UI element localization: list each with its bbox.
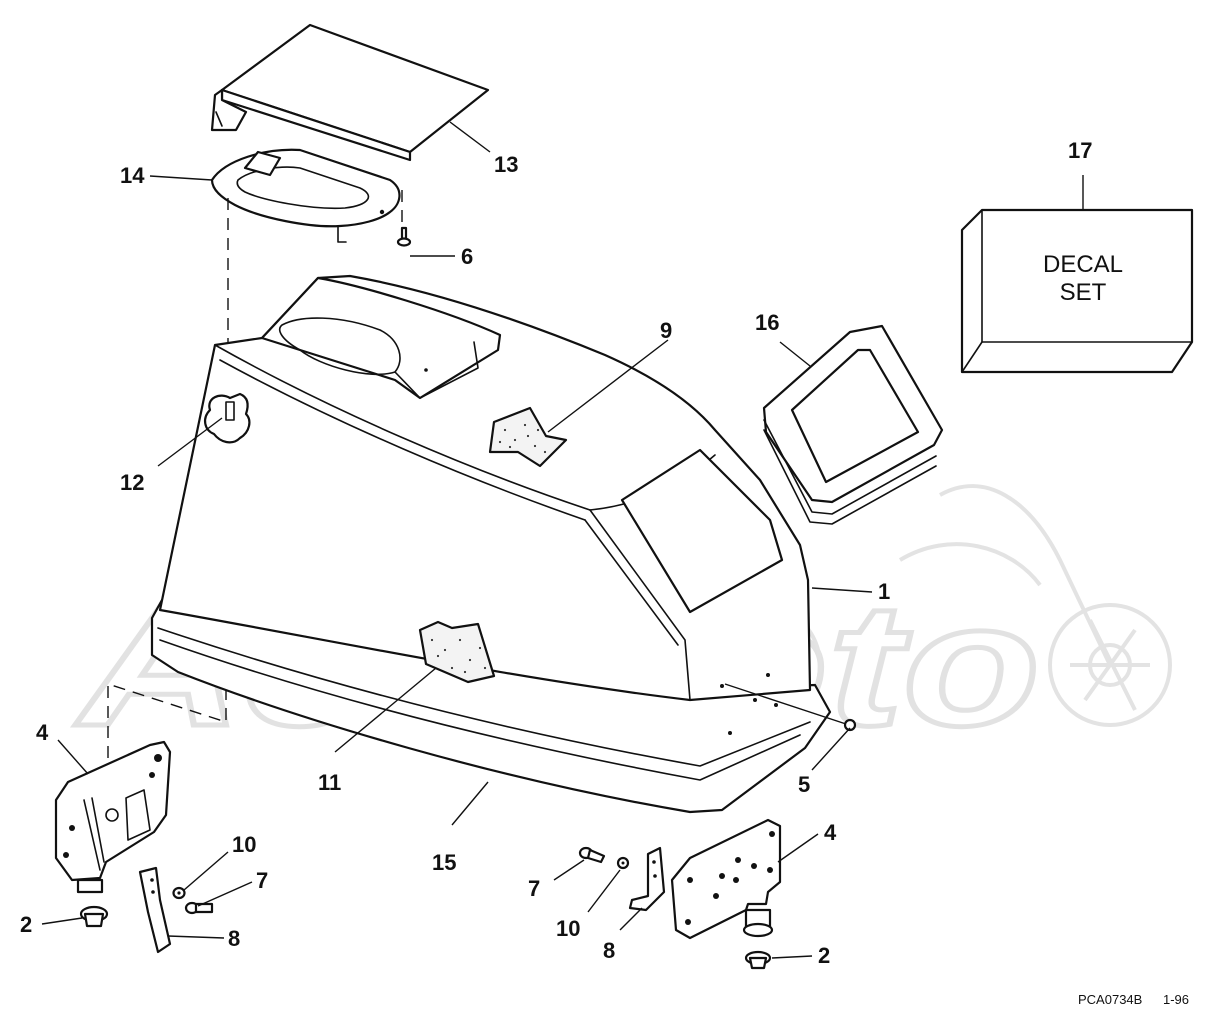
callout-4-left: 4: [36, 720, 49, 745]
callout-8-left: 8: [228, 926, 240, 951]
callout-5: 5: [798, 772, 810, 797]
callout-16: 16: [755, 310, 779, 335]
part-9-foam-pad: [488, 406, 568, 468]
part-11-foam-pad: [418, 620, 496, 684]
drawing-date: 1-96: [1163, 992, 1189, 1007]
callout-2-right: 2: [818, 943, 830, 968]
drawing-code: PCA0734B: [1078, 992, 1142, 1007]
callout-14: 14: [120, 163, 145, 188]
alignment-lines: [107, 190, 403, 760]
callout-10-right: 10: [556, 916, 580, 941]
callout-2-left: 2: [20, 912, 32, 937]
callout-7-left: 7: [256, 868, 268, 893]
callout-1: 1: [878, 579, 890, 604]
part-7-bolt-right: [578, 846, 606, 864]
callout-6: 6: [461, 244, 473, 269]
callout-15: 15: [432, 850, 456, 875]
part-14-seal: [210, 148, 401, 243]
part-16-window-seal: [762, 324, 944, 525]
callouts: 1 13 14 6 9 12 16 17 11 15 5 4 4 2 2 10 …: [20, 138, 1092, 968]
leader-lines: [41, 121, 1084, 959]
part-12-knob: [204, 392, 251, 444]
decal-set-label-line1: DECAL: [1043, 251, 1123, 278]
part-4-bracket-right: [670, 818, 782, 940]
part-8-clip-right: [628, 846, 666, 912]
callout-13: 13: [494, 152, 518, 177]
part-2-grommet-left: [79, 905, 109, 928]
part-5-rivet: [843, 718, 857, 732]
drawing-reference: PCA0734B 1-96: [1078, 992, 1189, 1007]
callout-7-right: 7: [528, 876, 540, 901]
callout-12: 12: [120, 470, 144, 495]
part-10-washer-left: [172, 886, 186, 900]
decal-set-label-line2: SET: [1060, 279, 1107, 306]
callout-9: 9: [660, 318, 672, 343]
part-8-clip-left: [138, 866, 172, 954]
part-7-bolt-left: [184, 901, 214, 915]
callout-11: 11: [318, 770, 341, 795]
part-13-cover: [210, 23, 490, 162]
callout-4-right: 4: [824, 820, 837, 845]
callout-10-left: 10: [232, 832, 256, 857]
part-1-motor-cover: [150, 274, 847, 814]
callout-17: 17: [1068, 138, 1092, 163]
part-17-decal-set: DECAL SET: [960, 208, 1194, 374]
part-6-screw: [396, 226, 412, 247]
part-10-washer-right: [616, 856, 630, 870]
part-4-bracket-left: [54, 740, 172, 894]
callout-8-right: 8: [603, 938, 615, 963]
part-2-grommet-right: [744, 950, 772, 970]
